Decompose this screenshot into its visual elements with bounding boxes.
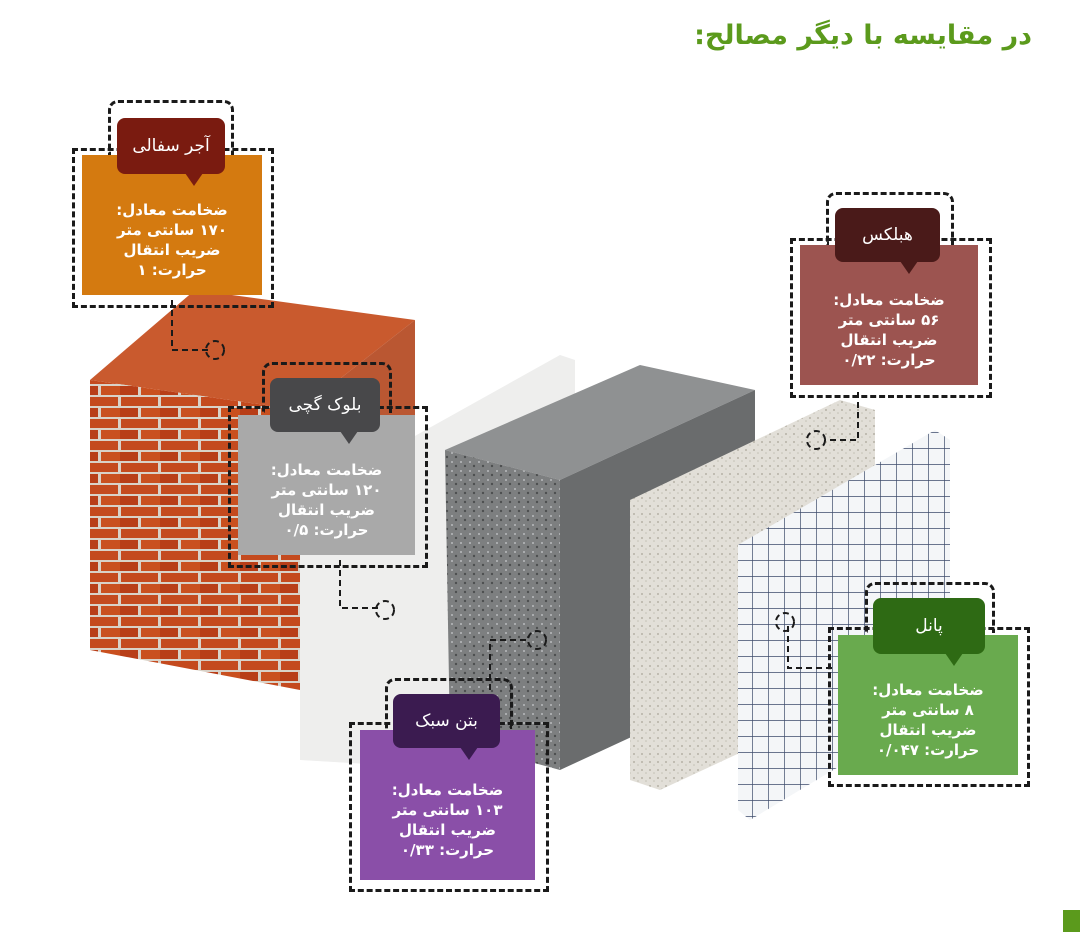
info-line: حرارت: ۰/۵ — [284, 521, 369, 539]
material-label: پانل — [873, 598, 985, 666]
info-line: ضریب انتقال — [278, 501, 375, 519]
material-info: ضخامت معادل: ۱۷۰ سانتی متر ضریب انتقال ح… — [82, 155, 262, 295]
info-line: ۸ سانتی متر — [882, 701, 974, 719]
info-line: ضخامت معادل: — [116, 201, 228, 219]
info-line: ضخامت معادل: — [872, 681, 984, 699]
info-line: حرارت: ۰/۲۲ — [842, 351, 936, 369]
material-label: بتن سبک — [393, 694, 500, 760]
info-line: ضخامت معادل: — [270, 461, 383, 479]
info-line: ضریب انتقال — [879, 721, 977, 739]
material-info: ضخامت معادل: ۵۶ سانتی متر ضریب انتقال حر… — [800, 245, 978, 385]
info-line: ۱۷۰ سانتی متر — [117, 221, 227, 239]
info-line: ۵۶ سانتی متر — [838, 311, 940, 329]
material-label: بلوک گچی — [270, 378, 380, 444]
material-info: ضخامت معادل: ۱۰۳ سانتی متر ضریب انتقال ح… — [360, 730, 535, 880]
material-info: ضخامت معادل: ۱۲۰ سانتی متر ضریب انتقال ح… — [238, 415, 415, 555]
info-line: ضریب انتقال — [399, 821, 496, 839]
info-line: ضریب انتقال — [123, 241, 221, 259]
info-line: ۱۰۳ سانتی متر — [392, 801, 503, 819]
info-line: ضریب انتقال — [840, 331, 938, 349]
info-line: حرارت: ۰/۰۴۷ — [876, 741, 980, 759]
info-line: ضخامت معادل: — [833, 291, 945, 309]
material-info: ضخامت معادل: ۸ سانتی متر ضریب انتقال حرا… — [838, 635, 1018, 775]
info-line: ۱۲۰ سانتی متر — [271, 481, 382, 499]
material-label: هبلکس — [835, 208, 940, 274]
page-title: در مقایسه با دیگر مصالح: — [694, 20, 1032, 51]
info-line: حرارت: ۱ — [137, 261, 207, 279]
material-label: آجر سفالی — [117, 118, 225, 186]
corner-accent — [1063, 910, 1080, 932]
info-line: حرارت: ۰/۳۳ — [400, 841, 495, 859]
info-line: ضخامت معادل: — [391, 781, 504, 799]
